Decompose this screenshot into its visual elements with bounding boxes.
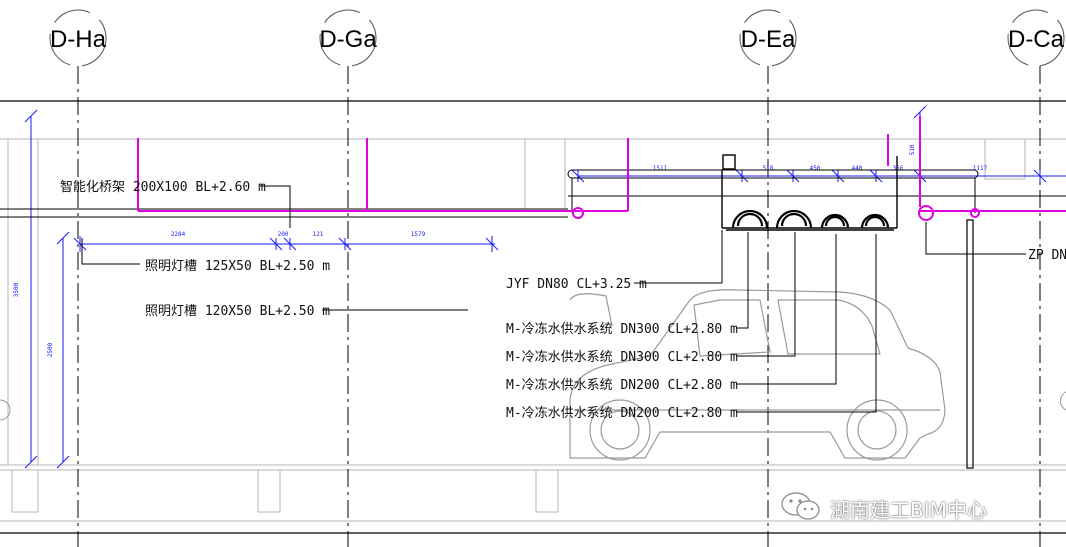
dimension-200: 200: [278, 231, 289, 238]
cable-tray-label: 智能化桥架 200X100 BL+2.60 m: [60, 180, 266, 195]
dimension-518: 518: [763, 165, 774, 172]
left-fragment: [0, 399, 11, 421]
car-outline: [569, 289, 946, 461]
slab-lines: [0, 100, 1066, 534]
grid-label: D-Ha: [50, 26, 107, 53]
dimension-1117: 1117: [973, 165, 988, 172]
dimension-440: 440: [852, 165, 863, 172]
jyf-label: JYF DN80 CL+3.25 m: [506, 277, 647, 292]
zp-label: ZP DN: [1028, 248, 1066, 263]
main-runs: [0, 169, 1066, 218]
grid-bubble-d-ca: D-Ca: [1007, 9, 1065, 67]
grid-bubble-d-ea: D-Ea: [739, 9, 797, 67]
sprinkler-pipes: [137, 116, 1066, 221]
dimension-450: 450: [810, 165, 821, 172]
chw-label-2: M-冷冻水供水系统 DN300 CL+2.80 m: [506, 349, 738, 365]
leader-lines: [81, 185, 1026, 413]
watermark-text: 湖南建工BIM中心: [830, 498, 987, 522]
light-dim-chain: [73, 236, 499, 252]
chw-label-4: M-冷冻水供水系统 DN200 CL+2.80 m: [506, 405, 738, 421]
watermark: 湖南建工BIM中心: [772, 488, 1052, 524]
pipe-rack: [721, 154, 898, 231]
grid-label: D-Ea: [741, 26, 796, 53]
vertical-dimensions: [24, 109, 70, 469]
dimension-3500: 3500: [13, 282, 20, 297]
light-trough-label-2: 照明灯槽 120X50 BL+2.50 m: [145, 304, 330, 319]
chw-label-3: M-冷冻水供水系统 DN200 CL+2.80 m: [506, 377, 738, 393]
wechat-icon: [781, 492, 820, 520]
dimension-510: 510: [909, 144, 916, 155]
grid-label: D-Ga: [319, 26, 377, 53]
grid-bubble-d-ha: D-Ha: [49, 9, 107, 67]
dimension-121: 121: [313, 231, 324, 238]
right-fragment: [1059, 391, 1066, 411]
dimension-2284: 2284: [171, 231, 186, 238]
grid-label: D-Ca: [1008, 26, 1065, 53]
grid-lines: [77, 66, 1041, 547]
dimension-1511: 1511: [653, 165, 668, 172]
dimension-1579: 1579: [411, 231, 426, 238]
dimension-356: 356: [893, 165, 904, 172]
dimension-2500: 2500: [47, 342, 54, 357]
chw-label-1: M-冷冻水供水系统 DN300 CL+2.80 m: [506, 321, 738, 337]
grid-bubble-d-ga: D-Ga: [319, 9, 377, 67]
light-trough-label-1: 照明灯槽 125X50 BL+2.50 m: [145, 259, 330, 274]
zp-pipe: [966, 219, 974, 469]
